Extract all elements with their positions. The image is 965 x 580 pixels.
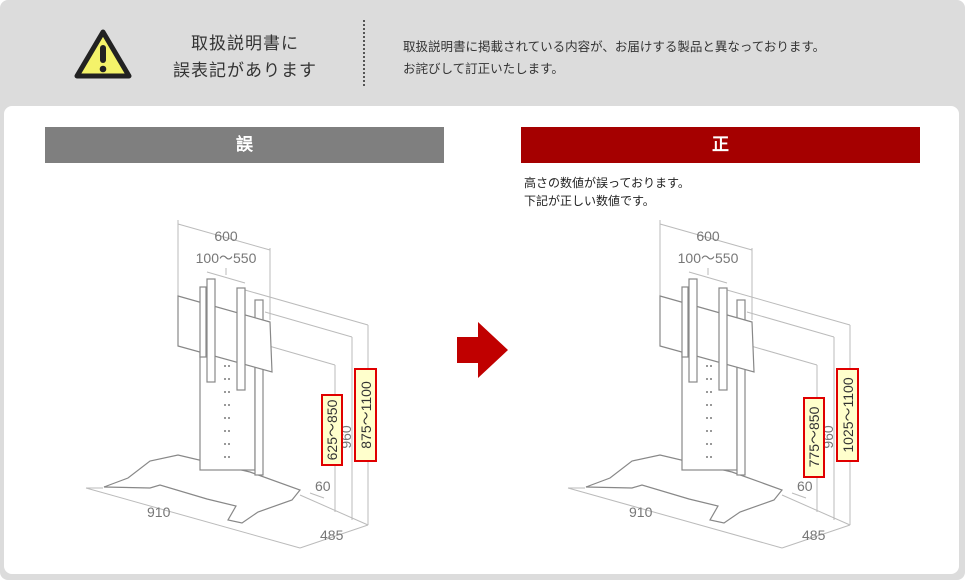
dim-base-height: 60 — [797, 478, 813, 494]
body-line: 取扱説明書に掲載されている内容が、お届けする製品と異なっております。 — [403, 39, 826, 54]
dim-vesa: 100〜550 — [678, 250, 739, 266]
wrong-diagram: 600 100〜550 60 910 485 960 625〜850 875〜1… — [86, 220, 377, 548]
divider — [363, 20, 365, 86]
notice-title: 取扱説明書に 誤表記があります — [150, 31, 340, 85]
title-line: 取扱説明書に — [191, 34, 299, 54]
stand-drawing — [568, 220, 850, 548]
dim-range-high: 1025〜1100 — [840, 377, 856, 452]
dim-depth: 485 — [320, 527, 344, 543]
title-line: 誤表記があります — [173, 61, 317, 81]
dim-range-low: 775〜850 — [806, 406, 822, 467]
dim-range-low: 625〜850 — [324, 399, 340, 460]
stand-drawing — [86, 220, 368, 548]
dim-width: 600 — [696, 228, 720, 244]
correction-note: 高さの数値が誤っております。 下記が正しい数値です。 — [524, 174, 690, 210]
correct-diagram: 600 100〜550 60 910 485 960 775〜850 1025〜… — [568, 220, 859, 548]
note-line: 下記が正しい数値です。 — [524, 194, 655, 208]
dim-depth: 485 — [802, 527, 826, 543]
arrow-icon — [457, 322, 508, 378]
correct-header: 正 — [521, 127, 920, 163]
note-line: 高さの数値が誤っております。 — [524, 176, 690, 190]
body-line: お詫びして訂正いたします。 — [403, 61, 564, 76]
dim-width: 600 — [214, 228, 238, 244]
notice-body: 取扱説明書に掲載されている内容が、お届けする製品と異なっております。 お詫びして… — [403, 36, 825, 80]
dim-910: 910 — [147, 504, 171, 520]
dim-vesa: 100〜550 — [196, 250, 257, 266]
dim-910: 910 — [629, 504, 653, 520]
wrong-header: 誤 — [45, 127, 444, 163]
dim-base-height: 60 — [315, 478, 331, 494]
warning-icon — [74, 29, 132, 79]
dim-range-high: 875〜1100 — [358, 381, 374, 449]
